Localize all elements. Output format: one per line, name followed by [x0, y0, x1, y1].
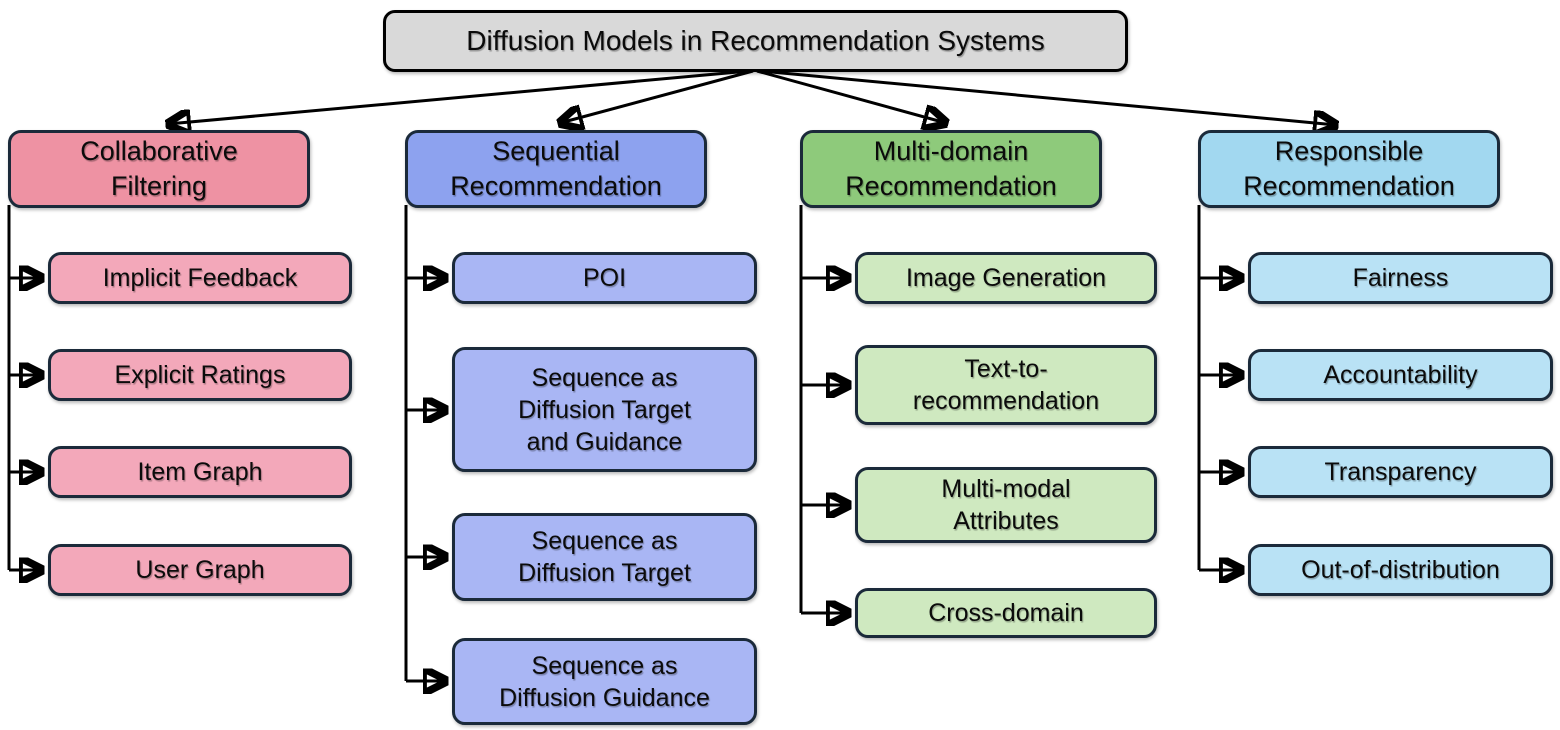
- leaf-accountability: Accountability: [1248, 349, 1553, 401]
- leaf-item-graph: Item Graph: [48, 446, 352, 498]
- branch-header-multi-domain-recommendation: Multi-domain Recommendation: [800, 130, 1102, 208]
- branch-header-responsible-recommendation: Responsible Recommendation: [1198, 130, 1500, 208]
- leaf-sequence-as-diffusion-target-and-guidance: Sequence as Diffusion Target and Guidanc…: [452, 347, 757, 472]
- leaf-user-graph: User Graph: [48, 544, 352, 596]
- leaf-explicit-ratings: Explicit Ratings: [48, 349, 352, 401]
- leaf-multi-modal-attributes: Multi-modal Attributes: [855, 467, 1157, 543]
- leaf-transparency: Transparency: [1248, 446, 1553, 498]
- leaf-implicit-feedback: Implicit Feedback: [48, 252, 352, 304]
- leaf-cross-domain: Cross-domain: [855, 588, 1157, 638]
- leaf-image-generation: Image Generation: [855, 252, 1157, 304]
- branch-header-collaborative-filtering: Collaborative Filtering: [8, 130, 310, 208]
- leaf-poi: POI: [452, 252, 757, 304]
- leaf-sequence-as-diffusion-guidance: Sequence as Diffusion Guidance: [452, 638, 757, 725]
- leaf-fairness: Fairness: [1248, 252, 1553, 304]
- leaf-text-to-recommendation: Text-to- recommendation: [855, 345, 1157, 425]
- leaf-out-of-distribution: Out-of-distribution: [1248, 544, 1553, 596]
- leaf-sequence-as-diffusion-target: Sequence as Diffusion Target: [452, 513, 757, 601]
- branch-header-sequential-recommendation: Sequential Recommendation: [405, 130, 707, 208]
- root-node: Diffusion Models in Recommendation Syste…: [383, 10, 1128, 72]
